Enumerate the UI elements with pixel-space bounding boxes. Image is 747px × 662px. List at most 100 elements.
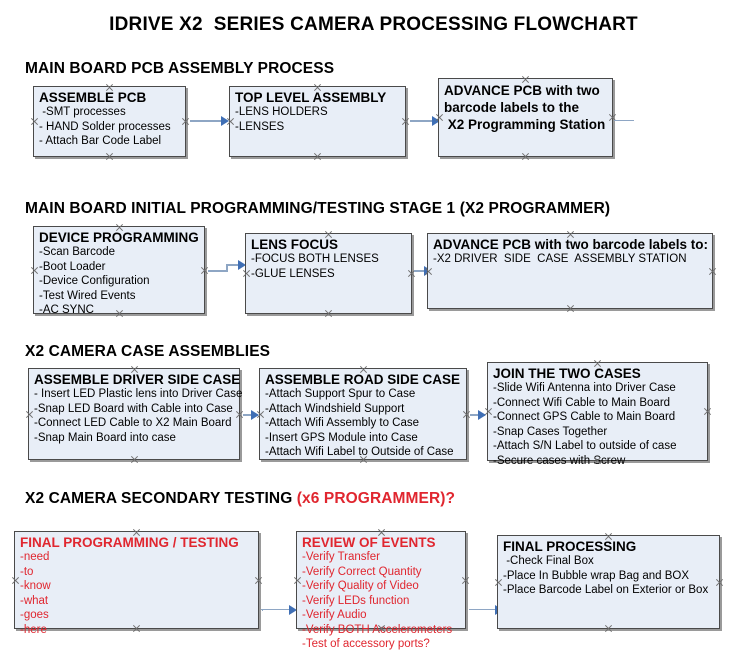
resize-handle-bottom[interactable] bbox=[566, 304, 575, 313]
section-heading-x2-camera-secondary-testing: X2 CAMERA SECONDARY TESTING (x6 PROGRAMM… bbox=[25, 490, 455, 508]
node-line: -Insert GPS Module into Case bbox=[265, 431, 418, 444]
section-heading-x2-camera-case-assemblies: X2 CAMERA CASE ASSEMBLIES bbox=[25, 343, 271, 360]
section-heading-accent: (x6 PROGRAMMER)? bbox=[296, 490, 456, 507]
node-line: -need bbox=[20, 551, 50, 563]
page-title: IDRIVE X2 SERIES CAMERA PROCESSING FLOWC… bbox=[109, 14, 638, 35]
connector-line bbox=[226, 265, 228, 272]
node-join-the-two-cases[interactable]: JOIN THE TWO CASES -Slide Wifi Antenna i… bbox=[487, 362, 708, 467]
node-device-programming[interactable]: DEVICE PROGRAMMING -Scan Barcode -Boot L… bbox=[30, 226, 205, 316]
connector-line bbox=[469, 609, 501, 610]
node-line: -Attach Wifi Assembly to Case bbox=[265, 417, 420, 429]
node-title: ADVANCE PCB with two barcode labels to: bbox=[433, 237, 709, 252]
node-title: ASSEMBLE DRIVER SIDE CASE bbox=[34, 372, 241, 387]
node-line: -GLUE LENSES bbox=[251, 267, 335, 280]
node-line: -Verify LEDs function bbox=[302, 594, 410, 607]
connector-line bbox=[243, 414, 258, 416]
node-line: - HAND Solder processes bbox=[39, 120, 171, 133]
node-line: -Verify Quality of Video bbox=[302, 580, 419, 592]
node-title: LENS FOCUS bbox=[251, 237, 339, 252]
connector-arrowhead bbox=[432, 116, 440, 126]
section-heading-main-board-initial-programming: MAIN BOARD INITIAL PROGRAMMING/TESTING S… bbox=[25, 200, 611, 217]
connector-line bbox=[208, 270, 228, 272]
node-line: -Connect LED Cable to X2 Main Board bbox=[34, 417, 232, 429]
node-assemble-pcb[interactable]: ASSEMBLE PCB -SMT processes - HAND Solde… bbox=[33, 86, 186, 157]
resize-handle-left[interactable] bbox=[494, 578, 503, 587]
node-title: TOP LEVEL ASSEMBLY bbox=[235, 90, 387, 105]
node-final-programming-testing[interactable]: FINAL PROGRAMMING / TESTING -need -to -k… bbox=[11, 531, 259, 636]
node-line: -goes bbox=[20, 609, 49, 621]
connector-line bbox=[226, 264, 240, 266]
resize-handle-bottom[interactable] bbox=[604, 624, 613, 633]
node-line: -Place Barcode Label on Exterior or Box bbox=[503, 584, 709, 596]
resize-handle-bottom[interactable] bbox=[324, 309, 333, 318]
node-title: JOIN THE TWO CASES bbox=[493, 366, 641, 381]
node-advance-pcb-programming-station[interactable]: ADVANCE PCB with two barcode labels to t… bbox=[438, 78, 613, 157]
connector-arrowhead bbox=[251, 410, 259, 420]
connector-arrowhead bbox=[238, 260, 246, 270]
resize-handle-right[interactable] bbox=[708, 267, 717, 276]
resize-handle-left[interactable] bbox=[30, 266, 39, 275]
node-line: -Attach Support Spur to Case bbox=[265, 388, 416, 400]
resize-handle-left[interactable] bbox=[293, 576, 302, 585]
node-top-level-assembly[interactable]: TOP LEVEL ASSEMBLY -LENS HOLDERS -LENSES bbox=[229, 86, 406, 157]
node-line: -Verify Transfer bbox=[302, 551, 380, 563]
node-line: -Connect Wifi Cable to Main Board bbox=[493, 396, 671, 409]
node-line: -Place In Bubble wrap Bag and BOX bbox=[503, 569, 690, 582]
node-final-processing[interactable]: FINAL PROCESSING -Check Final Box -Place… bbox=[497, 535, 720, 629]
node-title: ASSEMBLE ROAD SIDE CASE bbox=[265, 372, 461, 387]
node-line: -FOCUS BOTH LENSES bbox=[251, 253, 379, 265]
node-line: -Scan Barcode bbox=[39, 246, 116, 258]
node-line: -Snap LED Board with Cable into Case bbox=[34, 402, 233, 415]
node-line: -Slide Wifi Antenna into Driver Case bbox=[493, 382, 676, 394]
node-assemble-driver-side-case[interactable]: ASSEMBLE DRIVER SIDE CASE - Insert LED P… bbox=[25, 368, 243, 460]
node-lens-focus[interactable]: LENS FOCUS -FOCUS BOTH LENSES -GLUE LENS… bbox=[245, 233, 412, 314]
node-line: -Test Wired Events bbox=[39, 289, 136, 302]
node-line: -Verify Audio bbox=[302, 609, 367, 621]
resize-handle-bottom[interactable] bbox=[313, 152, 322, 161]
node-line-overflow: -Test of accessory ports? bbox=[302, 638, 430, 650]
resize-handle-left[interactable] bbox=[30, 117, 39, 126]
node-line: - Attach Bar Code Label bbox=[39, 135, 162, 147]
node-title: ADVANCE PCB with two bbox=[444, 83, 600, 98]
node-line: -Device Configuration bbox=[39, 275, 150, 287]
connector-arrowhead bbox=[478, 410, 486, 420]
node-line: - Insert LED Plastic lens into Driver Ca… bbox=[34, 388, 243, 400]
node-line: -Check Final Box bbox=[503, 555, 594, 567]
node-line: -Snap Cases Together bbox=[493, 425, 608, 438]
resize-handle-left[interactable] bbox=[11, 576, 20, 585]
node-line: -Attach Windshield Support bbox=[265, 402, 405, 415]
node-line: -here bbox=[20, 623, 47, 636]
connector-line bbox=[410, 120, 437, 122]
node-title: ASSEMBLE PCB bbox=[39, 90, 147, 105]
connector-arrowhead bbox=[221, 116, 229, 126]
node-title: FINAL PROCESSING bbox=[503, 539, 637, 554]
node-line: -Verify BOTH Accelerometers bbox=[302, 623, 453, 636]
node-line: -what bbox=[20, 594, 49, 607]
node-title: X2 Programming Station bbox=[444, 117, 606, 132]
node-title: REVIEW OF EVENTS bbox=[302, 535, 436, 550]
node-line: -to bbox=[20, 565, 34, 578]
node-line: -know bbox=[20, 580, 51, 592]
node-advance-pcb-driver-side-case[interactable]: ADVANCE PCB with two barcode labels to: … bbox=[427, 233, 713, 309]
node-line: -AC SYNC bbox=[39, 304, 94, 316]
node-line: -Verify Correct Quantity bbox=[302, 565, 422, 578]
node-line: -Secure cases with Screw bbox=[493, 454, 626, 467]
connector-arrowhead bbox=[289, 605, 297, 615]
node-line: -Attach S/N Label to outside of case bbox=[493, 440, 677, 452]
node-title: DEVICE PROGRAMMING bbox=[39, 230, 199, 245]
resize-handle-left[interactable] bbox=[25, 410, 34, 419]
section-heading-text: X2 CAMERA SECONDARY TESTING bbox=[25, 490, 297, 507]
resize-handle-bottom[interactable] bbox=[130, 455, 139, 464]
node-assemble-road-side-case[interactable]: ASSEMBLE ROAD SIDE CASE -Attach Support … bbox=[259, 368, 467, 460]
connector-line bbox=[261, 609, 293, 610]
node-review-of-events[interactable]: REVIEW OF EVENTS -Verify Transfer -Verif… bbox=[293, 531, 466, 650]
node-title: FINAL PROGRAMMING / TESTING bbox=[20, 535, 239, 550]
section-heading-main-board-pcb-assembly: MAIN BOARD PCB ASSEMBLY PROCESS bbox=[25, 60, 335, 77]
node-line: -X2 DRIVER SIDE CASE ASSEMBLY STATION bbox=[433, 253, 687, 265]
resize-handle-left[interactable] bbox=[242, 269, 251, 278]
resize-handle-bottom[interactable] bbox=[521, 152, 530, 161]
resize-handle-bottom[interactable] bbox=[105, 152, 114, 161]
connector-line bbox=[470, 414, 485, 416]
node-line: -LENS HOLDERS bbox=[235, 106, 328, 118]
